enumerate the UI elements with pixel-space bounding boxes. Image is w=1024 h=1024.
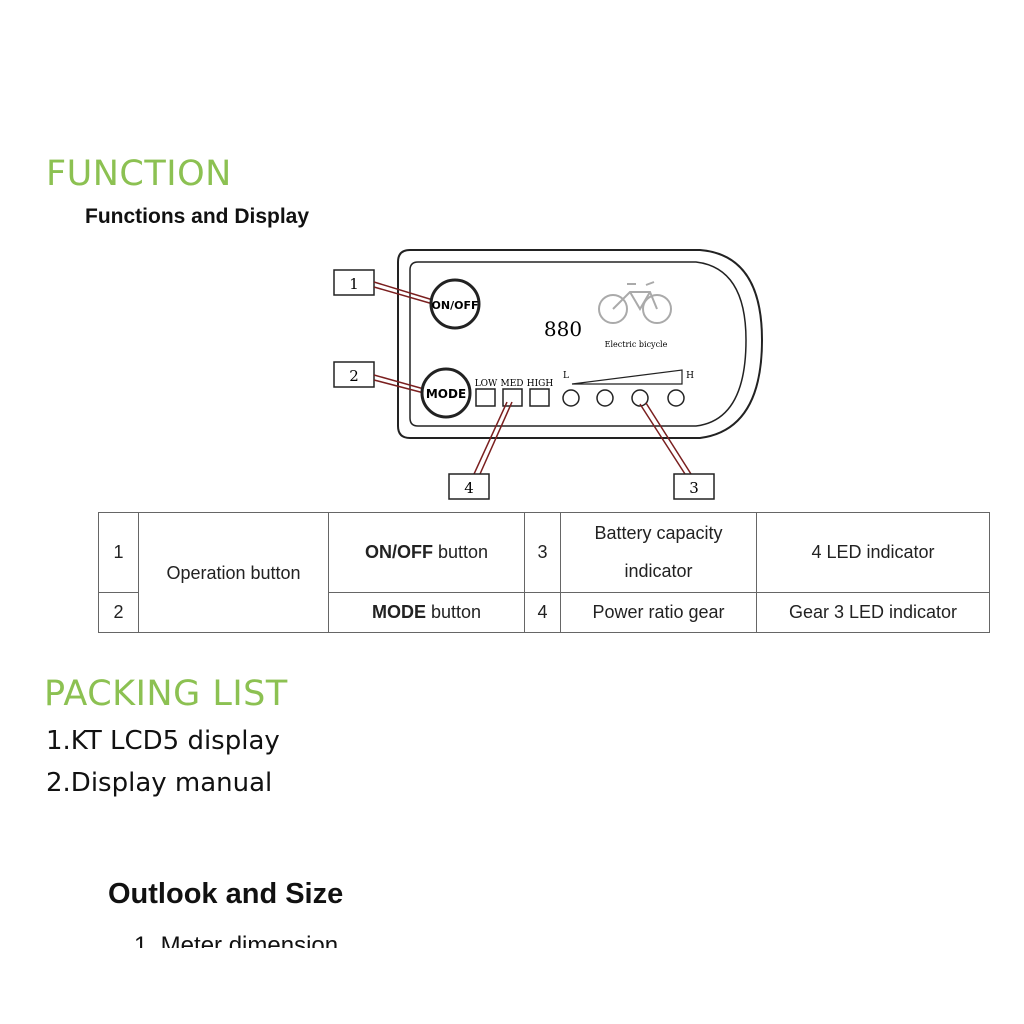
gear-label-med: MED — [500, 379, 523, 389]
functions-subtitle: Functions and Display — [85, 205, 310, 228]
row-description: Power ratio gear — [560, 591, 757, 634]
item-bold: ON/OFF — [364, 542, 433, 563]
item-rest: button — [425, 602, 482, 623]
meter-dimension-clip: 1. Meter dimension — [134, 930, 434, 948]
callout-label-1: 1 — [349, 275, 359, 293]
row-group: Operation button — [138, 512, 329, 633]
gear-led-med — [502, 388, 523, 407]
callout-box-3 — [673, 473, 715, 500]
display-diagram: 1 ON/OFF 880 Electric bicycle 2 MODE LOW… — [320, 240, 780, 510]
battery-low-label: L — [563, 371, 569, 381]
gear-label-high: HIGH — [527, 379, 554, 389]
gear-label-low: LOW — [475, 379, 498, 389]
battery-led-1 — [562, 389, 580, 407]
on-off-button-label: ON/OFF — [432, 299, 479, 312]
callout-box-2 — [333, 361, 375, 388]
function-heading: FUNCTION — [46, 154, 232, 194]
table-row: 2 MODE button 4 Power ratio gear Gear 3 … — [98, 591, 990, 634]
meter-dimension-item: 1. Meter dimension — [134, 932, 339, 948]
brand-text: Electric bicycle — [605, 340, 668, 349]
row-detail: Gear 3 LED indicator — [756, 591, 990, 634]
battery-gauge-wedge — [571, 369, 683, 385]
battery-led-4 — [667, 389, 685, 407]
outlook-heading: Outlook and Size — [108, 878, 344, 910]
list-item: 1.KT LCD5 display — [46, 726, 280, 756]
bicycle-icon — [598, 281, 672, 324]
gear-led-high — [529, 388, 550, 407]
item-rest: button — [432, 542, 489, 563]
callout-label-3: 3 — [689, 479, 699, 497]
function-table: 1 Operation button ON/OFF button 3 Batte… — [98, 512, 990, 634]
battery-high-label: H — [686, 371, 694, 381]
row-number: 2 — [98, 591, 139, 634]
list-item: 2.Display manual — [46, 768, 273, 798]
row-item: ON/OFF button — [328, 512, 525, 593]
callout-label-4: 4 — [464, 479, 474, 497]
callout-box-4 — [448, 473, 490, 500]
battery-led-2 — [596, 389, 614, 407]
device-inner-bezel — [409, 261, 747, 427]
row-detail: 4 LED indicator — [756, 512, 990, 593]
battery-led-3 — [631, 389, 649, 407]
mode-button-shape — [420, 367, 472, 419]
callout-box-1 — [333, 269, 375, 296]
speed-readout: 880 — [544, 317, 582, 341]
row-number-2: 4 — [524, 591, 561, 634]
row-number-2: 3 — [524, 512, 561, 593]
gear-led-low — [475, 388, 496, 407]
on-off-button-shape — [429, 278, 481, 330]
row-description: Battery capacity indicator — [560, 512, 757, 593]
item-bold: MODE — [371, 602, 426, 623]
callout-label-2: 2 — [349, 367, 359, 385]
mode-button-label: MODE — [426, 387, 466, 401]
table-row: 1 Operation button ON/OFF button 3 Batte… — [98, 512, 990, 633]
row-item: MODE button — [328, 591, 525, 634]
row-number: 1 — [98, 512, 139, 593]
packing-list-heading: PACKING LIST — [44, 674, 288, 714]
